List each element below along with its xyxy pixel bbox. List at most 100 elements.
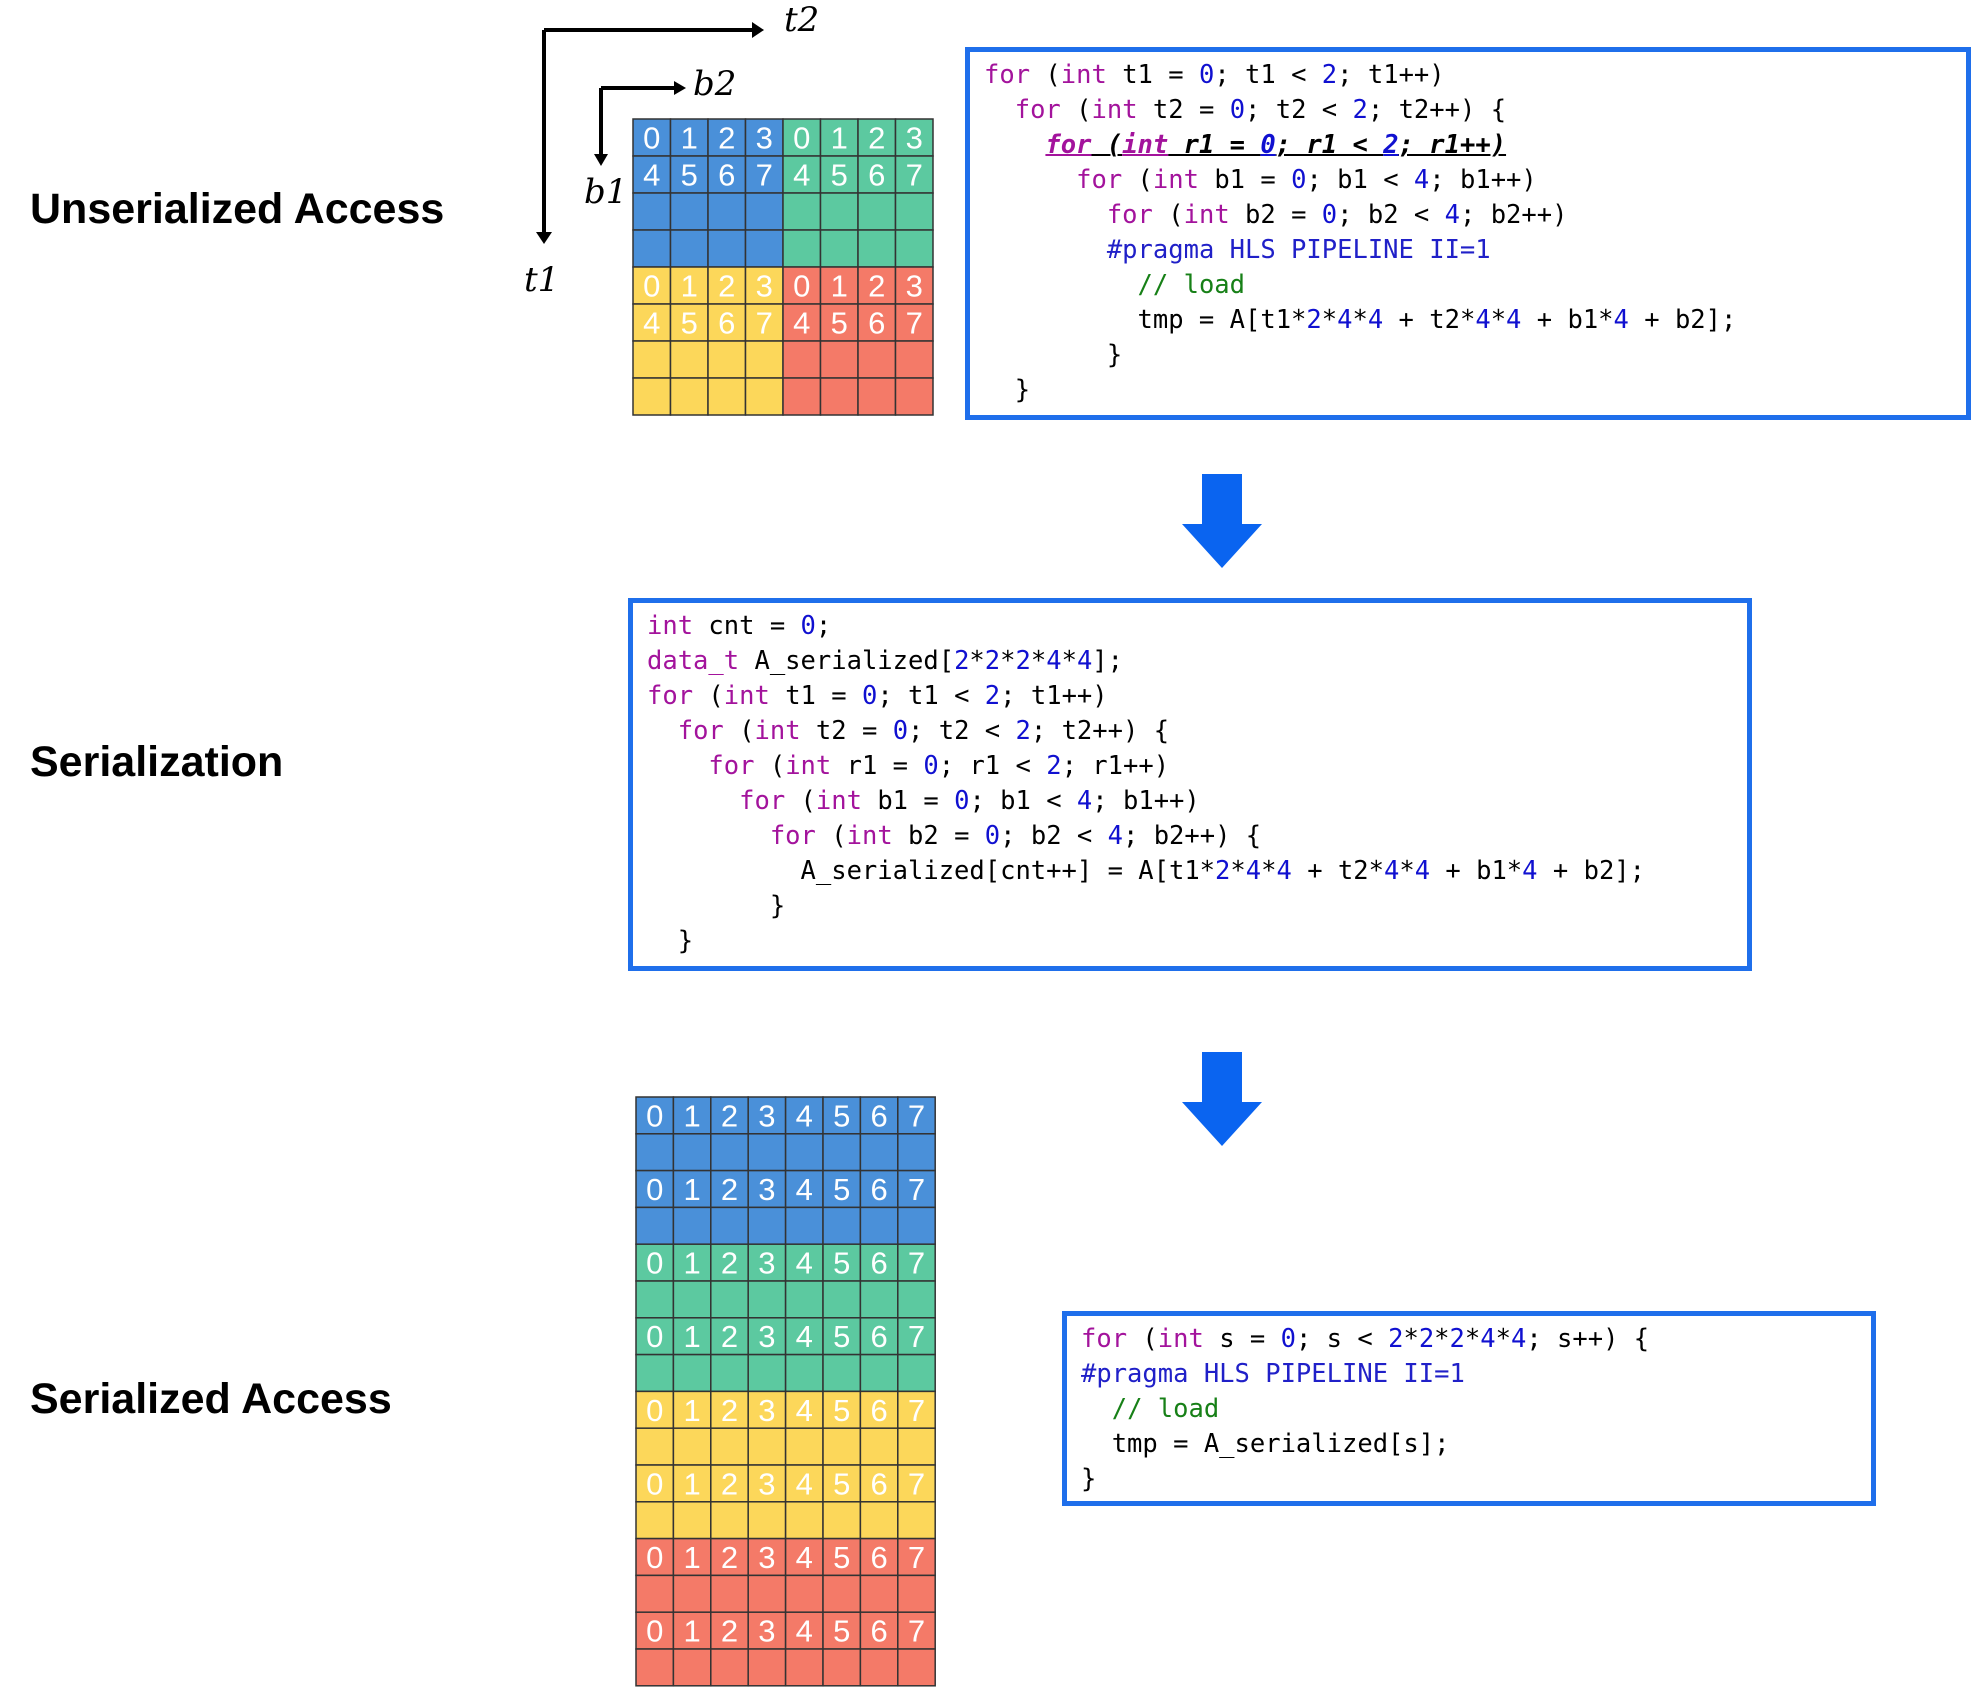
label-serialization: Serialization (30, 738, 284, 786)
code-token: int (785, 751, 832, 781)
grid-cell-label: 7 (908, 1466, 925, 1501)
grid-cell-label: 5 (833, 1466, 850, 1501)
code-token (984, 270, 1138, 300)
code-token: 2 (1015, 646, 1031, 676)
grid-cell-label: 4 (796, 1393, 813, 1428)
code-token: ( (1091, 130, 1123, 160)
code-token: 2 (1449, 1324, 1465, 1354)
grid-cell-label: 6 (870, 1319, 887, 1354)
grid-cell (747, 1206, 787, 1245)
label-unserialized-access: Unserialized Access (30, 185, 445, 233)
code-token: * (1030, 646, 1047, 676)
code-token: for (708, 751, 755, 781)
grid-cell-label: 6 (870, 1393, 887, 1428)
code-token: cnt = (693, 611, 801, 641)
grid-cell (784, 1206, 824, 1245)
grid-cell (822, 1280, 862, 1319)
grid-cell (747, 1317, 787, 1356)
grid-cell-label: 2 (721, 1540, 738, 1575)
code-token (984, 130, 1045, 160)
code-token: s = (1203, 1324, 1281, 1354)
grid-cell-label: 7 (908, 1614, 925, 1649)
code-token: ; t2++) { (1030, 716, 1170, 746)
grid-cell (784, 1169, 824, 1209)
grid-cell (747, 1133, 787, 1172)
grid-cell-label: 2 (718, 269, 735, 304)
grid-cell (784, 1280, 824, 1319)
code-token: 4 (1414, 856, 1431, 886)
code-token: * (1399, 856, 1415, 886)
grid-cell (897, 1243, 936, 1282)
axis-label-t2: t2 (784, 0, 820, 40)
grid-cell-label: 0 (643, 269, 660, 304)
code-token: * (1403, 1324, 1419, 1354)
code-token: ( (754, 751, 786, 781)
grid-cell-label: 0 (646, 1540, 663, 1575)
grid-cell-label: 2 (721, 1466, 738, 1501)
grid-cell-label: 3 (758, 1098, 775, 1133)
code-token: for (769, 821, 816, 851)
code-token: * (1000, 646, 1016, 676)
grid-cell (782, 155, 822, 194)
code-token: ( (1127, 1324, 1158, 1354)
grid-cell (744, 192, 784, 231)
grid-cell (672, 1464, 712, 1503)
grid-cell (822, 1353, 862, 1393)
grid-cell (710, 1574, 749, 1613)
grid-cell (894, 377, 934, 416)
code-box-serialization: int cnt = 0; data_t A_serialized[2*2*2*4… (628, 598, 1752, 971)
code-token: t1 = (769, 681, 862, 711)
grid-cell-label: 4 (793, 306, 810, 341)
code-token: 4 (1276, 856, 1292, 886)
grid-cell-label: 1 (683, 1466, 700, 1501)
grid-cell (669, 340, 709, 379)
grid-cell (710, 1353, 749, 1393)
code-token: for (1076, 165, 1123, 195)
code-token: * (969, 646, 985, 676)
grid-cell-label: 2 (721, 1614, 738, 1649)
grid-cell (859, 1427, 899, 1466)
grid-cell (744, 118, 784, 157)
grid-cell (635, 1206, 675, 1245)
code-token: 2 (1215, 856, 1231, 886)
grid-cell (747, 1353, 787, 1393)
grid-cell (822, 1427, 862, 1466)
code-token: 2 (1306, 305, 1322, 335)
code-token: ( (1060, 95, 1092, 125)
grid-cell-label: 5 (833, 1393, 850, 1428)
grid-cell (822, 1501, 862, 1540)
grid-cell (859, 1353, 899, 1393)
grid-cell (710, 1206, 749, 1245)
code-token: 4 (1383, 856, 1400, 886)
code-token: for (1106, 200, 1153, 230)
grid-cell-label: 6 (870, 1172, 887, 1207)
grid-cell-label: 1 (683, 1319, 700, 1354)
grid-cell (822, 1169, 862, 1209)
code-token: for (984, 60, 1031, 90)
grid-cell-label: 6 (870, 1098, 887, 1133)
axis-label-b2: b2 (693, 64, 737, 104)
grid-cell (857, 118, 897, 157)
grid-cell (897, 1206, 936, 1245)
code-token: 2 (1046, 751, 1062, 781)
code-token: ; b2++) (1459, 200, 1568, 230)
grid-cell (635, 1427, 675, 1466)
code-token: #pragma HLS PIPELINE II=1 (1106, 235, 1491, 265)
code-token: 4 (1076, 646, 1093, 676)
code-token: + t2* (1383, 305, 1476, 335)
code-token: 0 (1321, 200, 1338, 230)
code-token: A_serialized[cnt++] = A[t1* (647, 856, 1216, 886)
grid-cell-label: 3 (758, 1540, 775, 1575)
grid-cell (897, 1501, 936, 1540)
code-token: 0 (1280, 1324, 1296, 1354)
code-token: 4 (1522, 856, 1538, 886)
grid-cell (822, 1243, 862, 1282)
t2-arrowhead (752, 22, 764, 38)
grid-cell (819, 155, 859, 194)
code-token: 2 (1352, 95, 1368, 125)
grid-cell (782, 229, 822, 268)
code-token: 2 (984, 681, 1001, 711)
grid-cell-label: 3 (906, 269, 923, 304)
grid-cell (707, 192, 747, 231)
